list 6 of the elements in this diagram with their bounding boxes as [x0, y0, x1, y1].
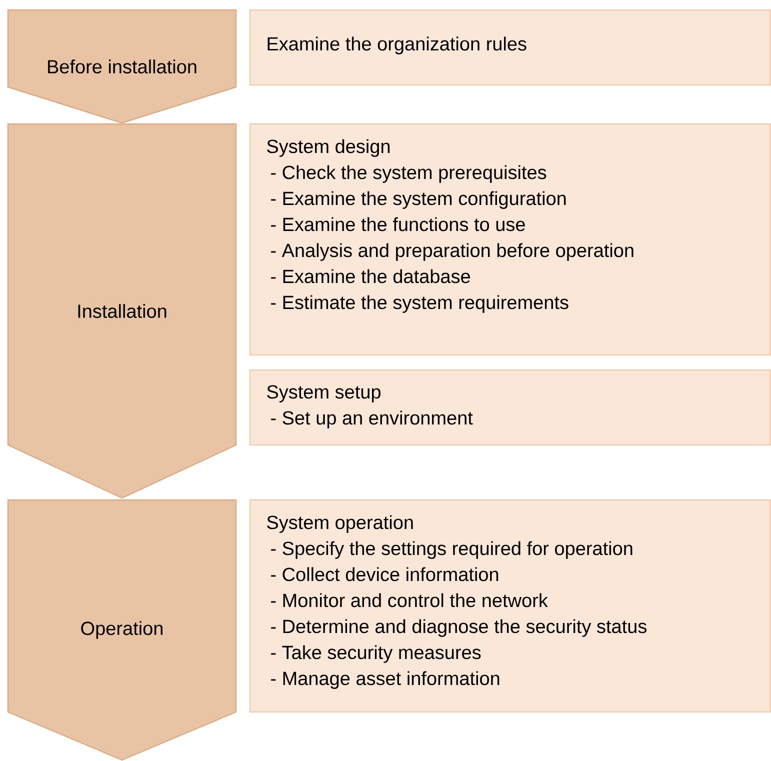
phase-box: Before installation: [7, 9, 237, 124]
text-box: System setup - Set up an environment: [249, 369, 771, 446]
text-box: System operation - Specify the settings required for operation - Collect device information - Monitor and control the network - Determine and diagnose the security status - Take security measures - Manage asset information: [249, 499, 771, 713]
text-box: System design - Check the system prerequisites - Examine the system configuration - Examine the functions to use - Analysis and preparation before operation - Examine the database - Estimate the system requirements: [249, 123, 771, 356]
text-box: Examine the organization rules: [249, 9, 771, 86]
phase-box: Operation: [7, 499, 237, 761]
